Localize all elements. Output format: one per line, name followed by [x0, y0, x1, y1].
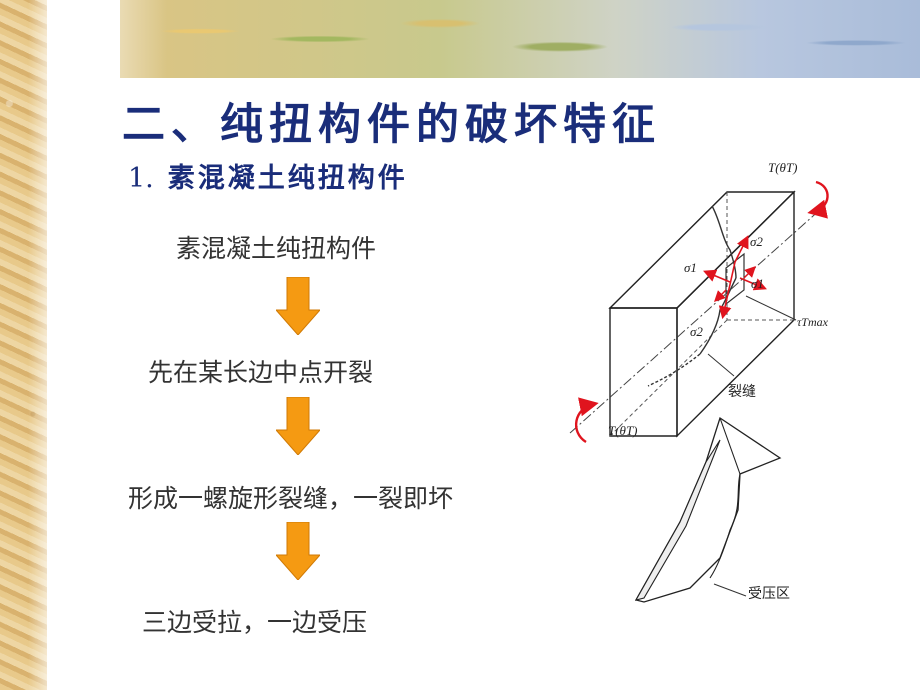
flow-step-3: 形成一螺旋形裂缝，一裂即坏 [128, 484, 454, 513]
crack-leader-line [707, 353, 735, 377]
banner-fade [47, 0, 167, 78]
compression-zone-label: 受压区 [748, 586, 790, 602]
sigma2-label-top: σ2 [750, 234, 763, 249]
decorative-left-strip [0, 0, 47, 690]
flow-step-4: 三边受拉，一边受压 [142, 608, 368, 637]
torque-label-bottom: T(θT) [608, 423, 638, 438]
sigma1-label-left: σ1 [684, 260, 697, 275]
down-arrow-icon [276, 397, 320, 455]
down-arrow-icon [276, 277, 320, 335]
member-axis [569, 207, 823, 434]
prism-outline [608, 190, 796, 438]
hidden-edges [609, 192, 794, 437]
fracture-edge [709, 417, 741, 579]
decorative-top-banner [120, 0, 920, 78]
down-arrow-icon [276, 522, 320, 580]
subtitle-number: 1. [128, 163, 154, 194]
slide-title: 二、纯扭构件的破坏特征 [122, 100, 661, 150]
sigma2-label-bottom: σ2 [690, 324, 703, 339]
section-subtitle: 1. 素混凝土纯扭构件 [128, 156, 408, 195]
failure-shape-diagram: 受压区 [634, 416, 790, 603]
flow-step-2: 先在某长边中点开裂 [148, 358, 374, 387]
sigma1-label-right: σ1 [751, 276, 764, 291]
torsion-member-diagram: T(θT) T(θT) σ2 σ1 σ1 σ2 τTmax 裂缝 [569, 160, 829, 444]
tau-leader-line [745, 295, 797, 321]
subtitle-text: 素混凝土纯扭构件 [167, 163, 408, 194]
flow-step-1: 素混凝土纯扭构件 [176, 234, 377, 263]
torque-label-top: T(θT) [768, 160, 798, 175]
stress-element [703, 235, 767, 320]
compression-zone-leader [713, 583, 747, 597]
torque-arrow-top [807, 180, 829, 219]
tau-max-label: τTmax [797, 315, 829, 329]
torque-arrow-bottom [575, 397, 599, 444]
compression-zone-strip [634, 439, 721, 601]
crack-label: 裂缝 [728, 384, 756, 400]
